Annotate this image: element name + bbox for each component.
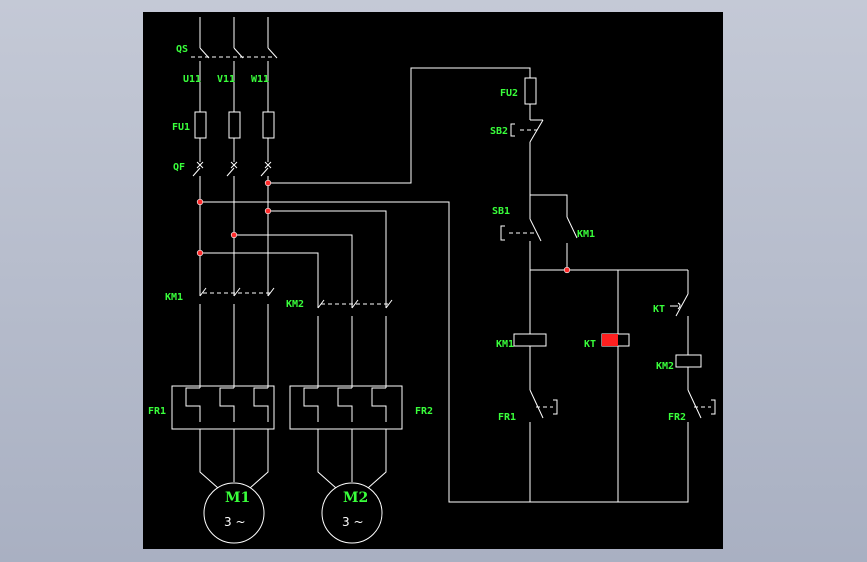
km2-main-contacts: [317, 299, 393, 309]
motor-m1: [203, 482, 265, 544]
label-km1-aux: KM1: [577, 229, 595, 240]
label-m1-phase: 3 ~: [224, 515, 246, 529]
fu1-fuses: [194, 111, 275, 139]
label-m2: M2: [343, 490, 368, 506]
label-fr2-ctrl: FR2: [668, 412, 686, 423]
label-kt-coil: KT: [584, 339, 596, 350]
labels: QS U11 V11 W11 FU1 QF KM1 KM2 FR1 FR2 M1…: [148, 44, 686, 529]
label-fu1: FU1: [172, 122, 190, 133]
label-v11: V11: [217, 74, 235, 85]
label-sb2: SB2: [490, 126, 508, 137]
label-m2-phase: 3 ~: [342, 515, 364, 529]
label-qf: QF: [173, 162, 185, 173]
label-w11: W11: [251, 74, 269, 85]
sb1-start-button: [500, 195, 542, 270]
qf-breaker: [192, 161, 272, 177]
circuit-diagram: QS U11 V11 W11 FU1 QF KM1 KM2 FR1 FR2 M1…: [148, 17, 716, 544]
label-km2-coil: KM2: [656, 361, 674, 372]
drawing-canvas: QS U11 V11 W11 FU1 QF KM1 KM2 FR1 FR2 M1…: [143, 12, 723, 549]
label-u11: U11: [183, 74, 201, 85]
sb2-stop-button: [510, 119, 544, 143]
fr1-nc-contact: [529, 389, 558, 419]
fu2-fuse: [524, 77, 537, 105]
label-km1-coil: KM1: [496, 339, 514, 350]
label-qs: QS: [176, 44, 188, 55]
fr2-thermal-relay: [289, 385, 403, 430]
label-kt-contact: KT: [653, 304, 665, 315]
km1-main-contacts: [199, 287, 275, 297]
km1-aux-contact: [566, 216, 578, 270]
label-km1-main: KM1: [165, 292, 183, 303]
km2-coil: [675, 354, 702, 368]
label-km2-main: KM2: [286, 299, 304, 310]
fr2-nc-contact: [687, 389, 716, 490]
label-fr1-main: FR1: [148, 406, 166, 417]
control-circuit: [500, 77, 716, 502]
fr1-thermal-relay: [171, 385, 275, 430]
main-circuit: [171, 17, 689, 544]
qs-switch: [191, 47, 278, 59]
motor-m2: [321, 482, 383, 544]
kt-timed-contact: [670, 293, 689, 355]
label-fu2: FU2: [500, 88, 518, 99]
label-m1: M1: [225, 490, 250, 506]
kt-coil: [602, 334, 618, 346]
label-fr2-main: FR2: [415, 406, 433, 417]
label-sb1: SB1: [492, 206, 510, 217]
label-fr1-ctrl: FR1: [498, 412, 516, 423]
km1-coil: [513, 333, 547, 347]
